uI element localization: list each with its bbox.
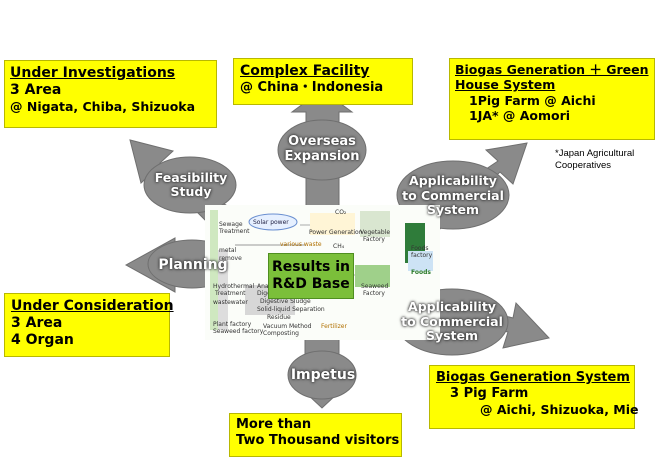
label-foods: Foods [411, 269, 431, 276]
results-line2: R&D Base [272, 276, 350, 292]
label-wastewater: wastewater [213, 299, 248, 306]
label-remove: remove [219, 255, 242, 262]
label-seaweed-factory: Seaweed factory [213, 328, 264, 335]
biogas-green-line2: 1JA* @ Aomori [469, 107, 571, 123]
label-digestive: Digestive Sludge [260, 298, 311, 305]
biogas-line1: 3 Pig Farm [450, 385, 529, 401]
feasibility-line1: Feasibility [154, 169, 228, 185]
visitors-line1: More than [236, 417, 312, 432]
visitors-line2: Two Thousand visitors [236, 432, 400, 448]
label-vacuum: Vacuum Method [263, 323, 312, 330]
investigations-line2: @ Nigata, Chiba, Shizuoka [10, 99, 196, 115]
app-bottom-line1: Applicability [408, 299, 496, 315]
biogas-green-heading1: Biogas Generation ＋ Green [455, 62, 649, 77]
label-residue: Residue [267, 314, 291, 321]
label-solar: Solar power [253, 219, 289, 226]
results-line1: Results in [271, 259, 351, 276]
label-various: various waste [280, 241, 322, 248]
app-top-line3: System [426, 202, 480, 218]
label-foods-factory2: factory [411, 252, 433, 259]
box-visitors: More than Two Thousand visitors [229, 413, 402, 457]
consideration-heading: Under Consideration [11, 298, 174, 314]
results-box: Results in R&D Base [268, 253, 354, 299]
footnote-line2: Cooperatives [555, 159, 611, 171]
label-fertilizer: Fertilizer [321, 323, 347, 330]
footnote: *Japan Agricultural Cooperatives [555, 148, 634, 172]
feasibility-line2: Study [170, 184, 212, 199]
oval-feasibility [143, 156, 237, 214]
oval-impetus [287, 350, 357, 400]
box-under-consideration: Under Consideration 3 Area 4 Organ [4, 293, 174, 357]
app-top-line2: to Commercial [402, 187, 504, 203]
footnote-line1: *Japan Agricultural [555, 148, 635, 159]
biogas-line2: @ Aichi, Shizuoka, Mie [480, 401, 639, 417]
oval-overseas [277, 119, 367, 181]
label-plant: Plant factory [213, 321, 252, 328]
label-anaer: Anae [257, 283, 273, 290]
biogas-heading: Biogas Generation System [436, 370, 630, 385]
box-under-investigations: Under Investigations 3 Area @ Nigata, Ch… [4, 60, 217, 128]
label-vegetable: Vegetable [360, 229, 391, 236]
consideration-line2: 4 Organ [11, 332, 74, 349]
consideration-line1: 3 Area [11, 315, 63, 332]
label-sewage: Sewage [219, 221, 243, 228]
complex-line1: @ China・Indonesia [240, 80, 384, 96]
label-solid: Solid-liquid Separation [257, 306, 325, 313]
label-planning: Planning [158, 256, 228, 273]
investigations-heading: Under Investigations [10, 65, 176, 81]
label-seaweed: Seaweed [361, 283, 389, 290]
app-bottom-line2: to Commercial [401, 313, 503, 329]
box-biogas-green-house: Biogas Generation ＋ Green House System 1… [449, 58, 655, 140]
label-hydro: Hydrothermal [213, 283, 255, 290]
investigations-line1: 3 Area [10, 82, 62, 99]
label-ch4: CH₄ [333, 243, 345, 250]
rnd-diagram-graphic [210, 210, 433, 330]
label-power: Power Generation [309, 229, 363, 236]
biogas-green-line1: 1Pig Farm @ Aichi [469, 92, 596, 108]
label-sewage2: Treatment [219, 228, 250, 235]
label-foods-factory: Foods [411, 245, 429, 252]
box-biogas-generation: Biogas Generation System 3 Pig Farm @ Ai… [429, 365, 639, 429]
label-anaer2: Dige [257, 290, 271, 297]
label-vegetable2: Factory [363, 236, 385, 243]
app-top-line1: Applicability [409, 173, 497, 189]
biogas-green-heading2: House System [455, 77, 556, 93]
label-hydro2: Treatment [215, 290, 246, 297]
overseas-line2: Expansion [284, 149, 360, 164]
label-co2: CO₂ [335, 209, 347, 216]
label-composting: Composting [263, 330, 299, 337]
overseas-line1: Overseas [288, 134, 356, 150]
label-seaweed2: Factory [363, 290, 385, 297]
box-complex-facility: Complex Facility @ China・Indonesia [233, 58, 413, 105]
label-metal: metal [219, 247, 237, 254]
app-bottom-line3: System [425, 328, 479, 344]
label-impetus: Impetus [290, 366, 356, 383]
complex-heading: Complex Facility [240, 63, 370, 79]
